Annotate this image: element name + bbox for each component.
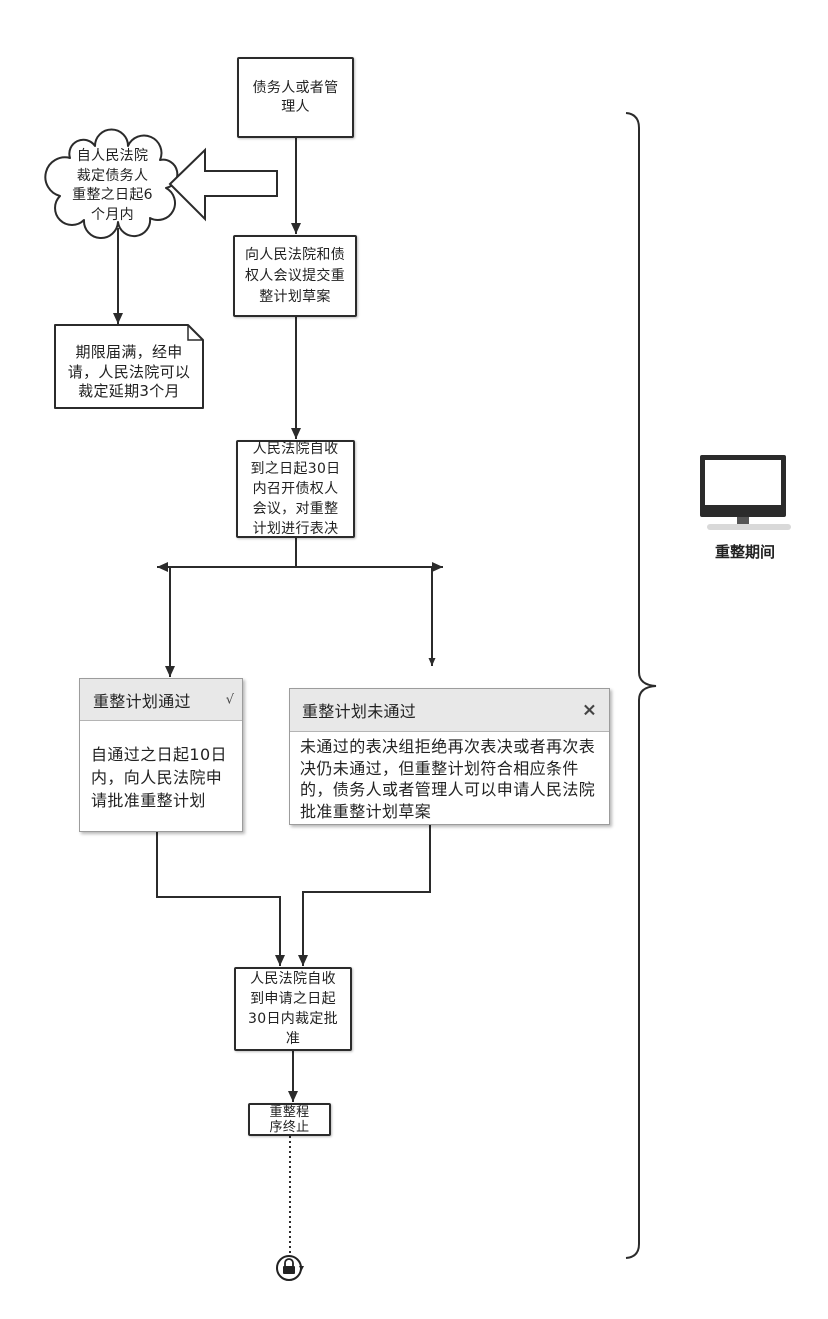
card-body: 自通过之日起10日 内，向人民法院申 请批准重整计划 — [91, 745, 227, 810]
node-termination: 重整程 序终止 — [248, 1103, 331, 1136]
extension-note-text: 期限届满，经申 请，人民法院可以 裁定延期3个月 — [67, 343, 191, 400]
extension-note-shape — [54, 324, 204, 409]
card-header: 重整计划未通过 × — [290, 689, 609, 732]
node-text: 人民法院自收 到申请之日起 30日内裁定批 准 — [248, 971, 338, 1047]
connector-failed-to-approval — [298, 825, 431, 966]
lock-icon — [276, 1255, 304, 1281]
card-title: 重整计划未通过 — [302, 702, 417, 721]
node-debtor-or-administrator: 债务人或者管 理人 — [237, 57, 354, 138]
close-icon: × — [581, 699, 597, 721]
monitor-icon — [700, 455, 791, 530]
deadline-cloud-text: 自人民法院 裁定债务人 重整之日起6 个月内 — [72, 148, 153, 223]
node-text: 重整程 序终止 — [269, 1104, 310, 1135]
period-label: 重整期间 — [714, 543, 775, 561]
check-icon: √ — [225, 692, 234, 707]
node-text: 债务人或者管 理人 — [252, 79, 339, 115]
node-text: 人民法院自收 到之日起30日 内召开债权人 会议，对重整 计划进行表决 — [250, 441, 341, 537]
card-body: 未通过的表决组拒绝再次表决或者再次表 决仍未通过，但重整计划符合相应条件 的，债… — [300, 737, 596, 821]
deadline-cloud-shape — [44, 128, 179, 239]
note-fold-corner — [187, 325, 203, 341]
node-text: 向人民法院和债 权人会议提交重 整计划草案 — [244, 246, 346, 305]
card-plan-passed: 重整计划通过 √ 自通过之日起10日 内，向人民法院申 请批准重整计划 — [79, 678, 243, 832]
period-brace — [625, 112, 657, 1259]
node-submit-plan: 向人民法院和债 权人会议提交重 整计划草案 — [233, 235, 357, 317]
node-creditors-meeting: 人民法院自收 到之日起30日 内召开债权人 会议，对重整 计划进行表决 — [236, 440, 355, 538]
node-court-approval: 人民法院自收 到申请之日起 30日内裁定批 准 — [234, 967, 352, 1051]
hollow-left-arrow — [168, 147, 278, 222]
card-title: 重整计划通过 — [93, 691, 191, 711]
connector-passed-to-approval — [156, 832, 285, 966]
card-plan-failed: 重整计划未通过 × 未通过的表决组拒绝再次表决或者再次表 决仍未通过，但重整计划… — [289, 688, 610, 825]
card-header: 重整计划通过 √ — [80, 679, 242, 721]
